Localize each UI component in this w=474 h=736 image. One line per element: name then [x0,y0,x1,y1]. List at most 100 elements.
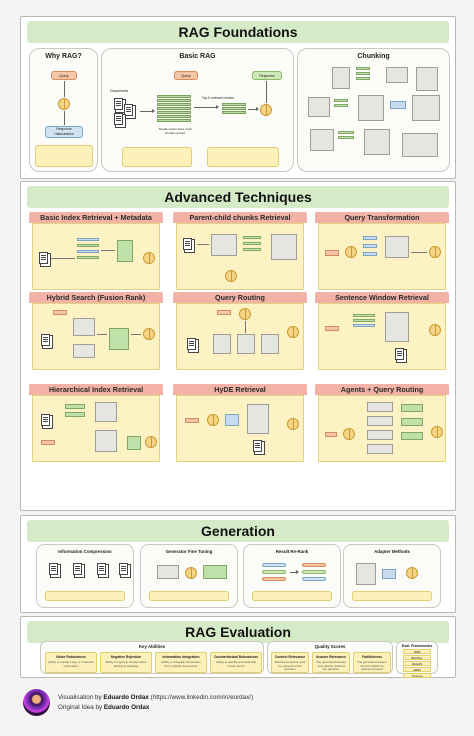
document-icon [49,563,58,575]
why-rag-arrow-2 [64,111,65,125]
summary-block [65,412,85,417]
basic-rag-note-1 [122,147,192,167]
tile-title: Agents + Query Routing [315,384,449,395]
rag-foundations-title: RAG Foundations [27,21,449,43]
ranked-item [302,570,326,574]
llm-icon [429,324,441,336]
ability-box: Counterfactual Robustness Ability to ide… [210,652,262,673]
parent-chunk [211,234,237,256]
score-box: Answer Relevance The generated answer mu… [312,652,350,673]
why-rag-response: Response Hallucination [45,126,83,138]
card-note [352,591,432,601]
agent-icon [343,428,355,440]
tile-query-transformation: Query Transformation [315,212,449,290]
author-link[interactable]: (https://www.linkedin.com/in/eordax/) [150,694,254,701]
document-icon [183,238,192,250]
adapter-methods-card: Adapter Methods [343,544,441,608]
llm-icon [225,270,237,282]
ranked-item [262,570,286,574]
query-block [185,418,199,423]
chunk-block [334,99,348,102]
llm-icon [143,328,155,340]
ranked-item [262,563,286,567]
advanced-techniques-section: Advanced Techniques Basic Index Retrieva… [20,181,456,511]
child-chunk [243,236,261,239]
documents-label: Documents [110,89,129,93]
footer: Visualisation by Eduardo Ordax (https://… [20,684,456,724]
framework-item: TruLens [403,673,431,678]
tool-block [401,432,423,440]
rag-evaluation-title: RAG Evaluation [27,621,449,643]
card-note [45,591,125,601]
tile-title: Query Transformation [315,212,449,223]
chunk-block [310,129,334,151]
chunk-block [390,101,406,109]
flow-line [411,252,427,253]
llm-icon [287,326,299,338]
ability-head: Counterfactual Robustness [213,655,259,659]
basic-rag-query: Query [174,71,198,80]
document-icon [253,440,262,452]
group-title: Quality Scores [314,644,346,649]
advanced-techniques-title: Advanced Techniques [27,186,449,208]
score-head: Context Relevance [274,655,306,659]
flow-arrow [194,105,219,109]
information-compression-card: Information Compression [36,544,134,608]
chunk-block [358,95,384,121]
card-title: Information Compression [58,549,112,554]
chunk-block [338,131,354,134]
ability-head: Noise Robustness [56,655,86,659]
chunk-index [95,430,117,452]
llm-icon [345,246,357,258]
document-icon [124,104,133,116]
card-title: Adapter Methods [374,549,410,554]
chunk-block [77,256,99,259]
vector-index [73,318,95,336]
generation-title: Generation [27,520,449,542]
score-box: Faithfulness The generated answer must b… [353,652,391,673]
index-b [237,334,255,354]
credit-line-2: Original Idea by Eduardo Ordax [58,704,150,711]
ranked-item [262,577,286,581]
index-c [261,334,279,354]
ability-body: Ability to reject to answer when lacking… [105,660,147,668]
result-rerank-card: Result Re-Rank [243,544,341,608]
metadata-block [77,238,99,241]
ability-body: Ability to handle noisy or irrelevant in… [48,660,94,668]
router-icon [239,308,251,320]
flow-line [97,334,107,335]
llm-to-response-arrow [266,81,267,103]
llm-icon [287,418,299,430]
framework-item: RAGAS [403,661,431,666]
score-head: Answer Relevance [316,655,346,659]
llm-icon [431,426,443,438]
ability-box: Negative Rejection Ability to reject to … [100,652,152,673]
ranked-item [302,577,326,581]
why-rag-card: Why RAG? Query Response Hallucination [29,48,98,172]
chunk-block [412,95,440,121]
framework-item: RECALL [403,655,431,660]
tile-sentence-window: Sentence Window Retrieval [315,292,449,370]
summary-block [65,404,85,409]
tile-title: Basic Index Retrieval + Metadata [29,212,163,223]
eval-frameworks-group: Eval. Frameworks RGB RECALL RAGAS ARES T… [396,641,438,678]
card-note [149,591,229,601]
tile-title: HyDE Retrieval [173,384,307,395]
agent-block [367,430,393,440]
document-icon [41,334,50,346]
flow-arrow [290,570,299,574]
chunk-block [77,244,99,247]
tile-hierarchical-index: Hierarchical Index Retrieval [29,384,163,462]
tile-title: Hybrid Search (Fusion Rank) [29,292,163,303]
metadata-block [77,250,99,253]
document-icon [41,414,50,426]
llm-icon [260,104,272,116]
ability-head: Information Integration [162,655,200,659]
score-body: Retrieved context must be relevant to th… [274,660,306,672]
original-author-name: Eduardo Ordax [103,704,150,711]
llm-icon [207,414,219,426]
chunk-block [334,104,348,107]
query-block [217,310,231,315]
score-head: Faithfulness [362,655,382,659]
llm-icon [58,98,70,110]
